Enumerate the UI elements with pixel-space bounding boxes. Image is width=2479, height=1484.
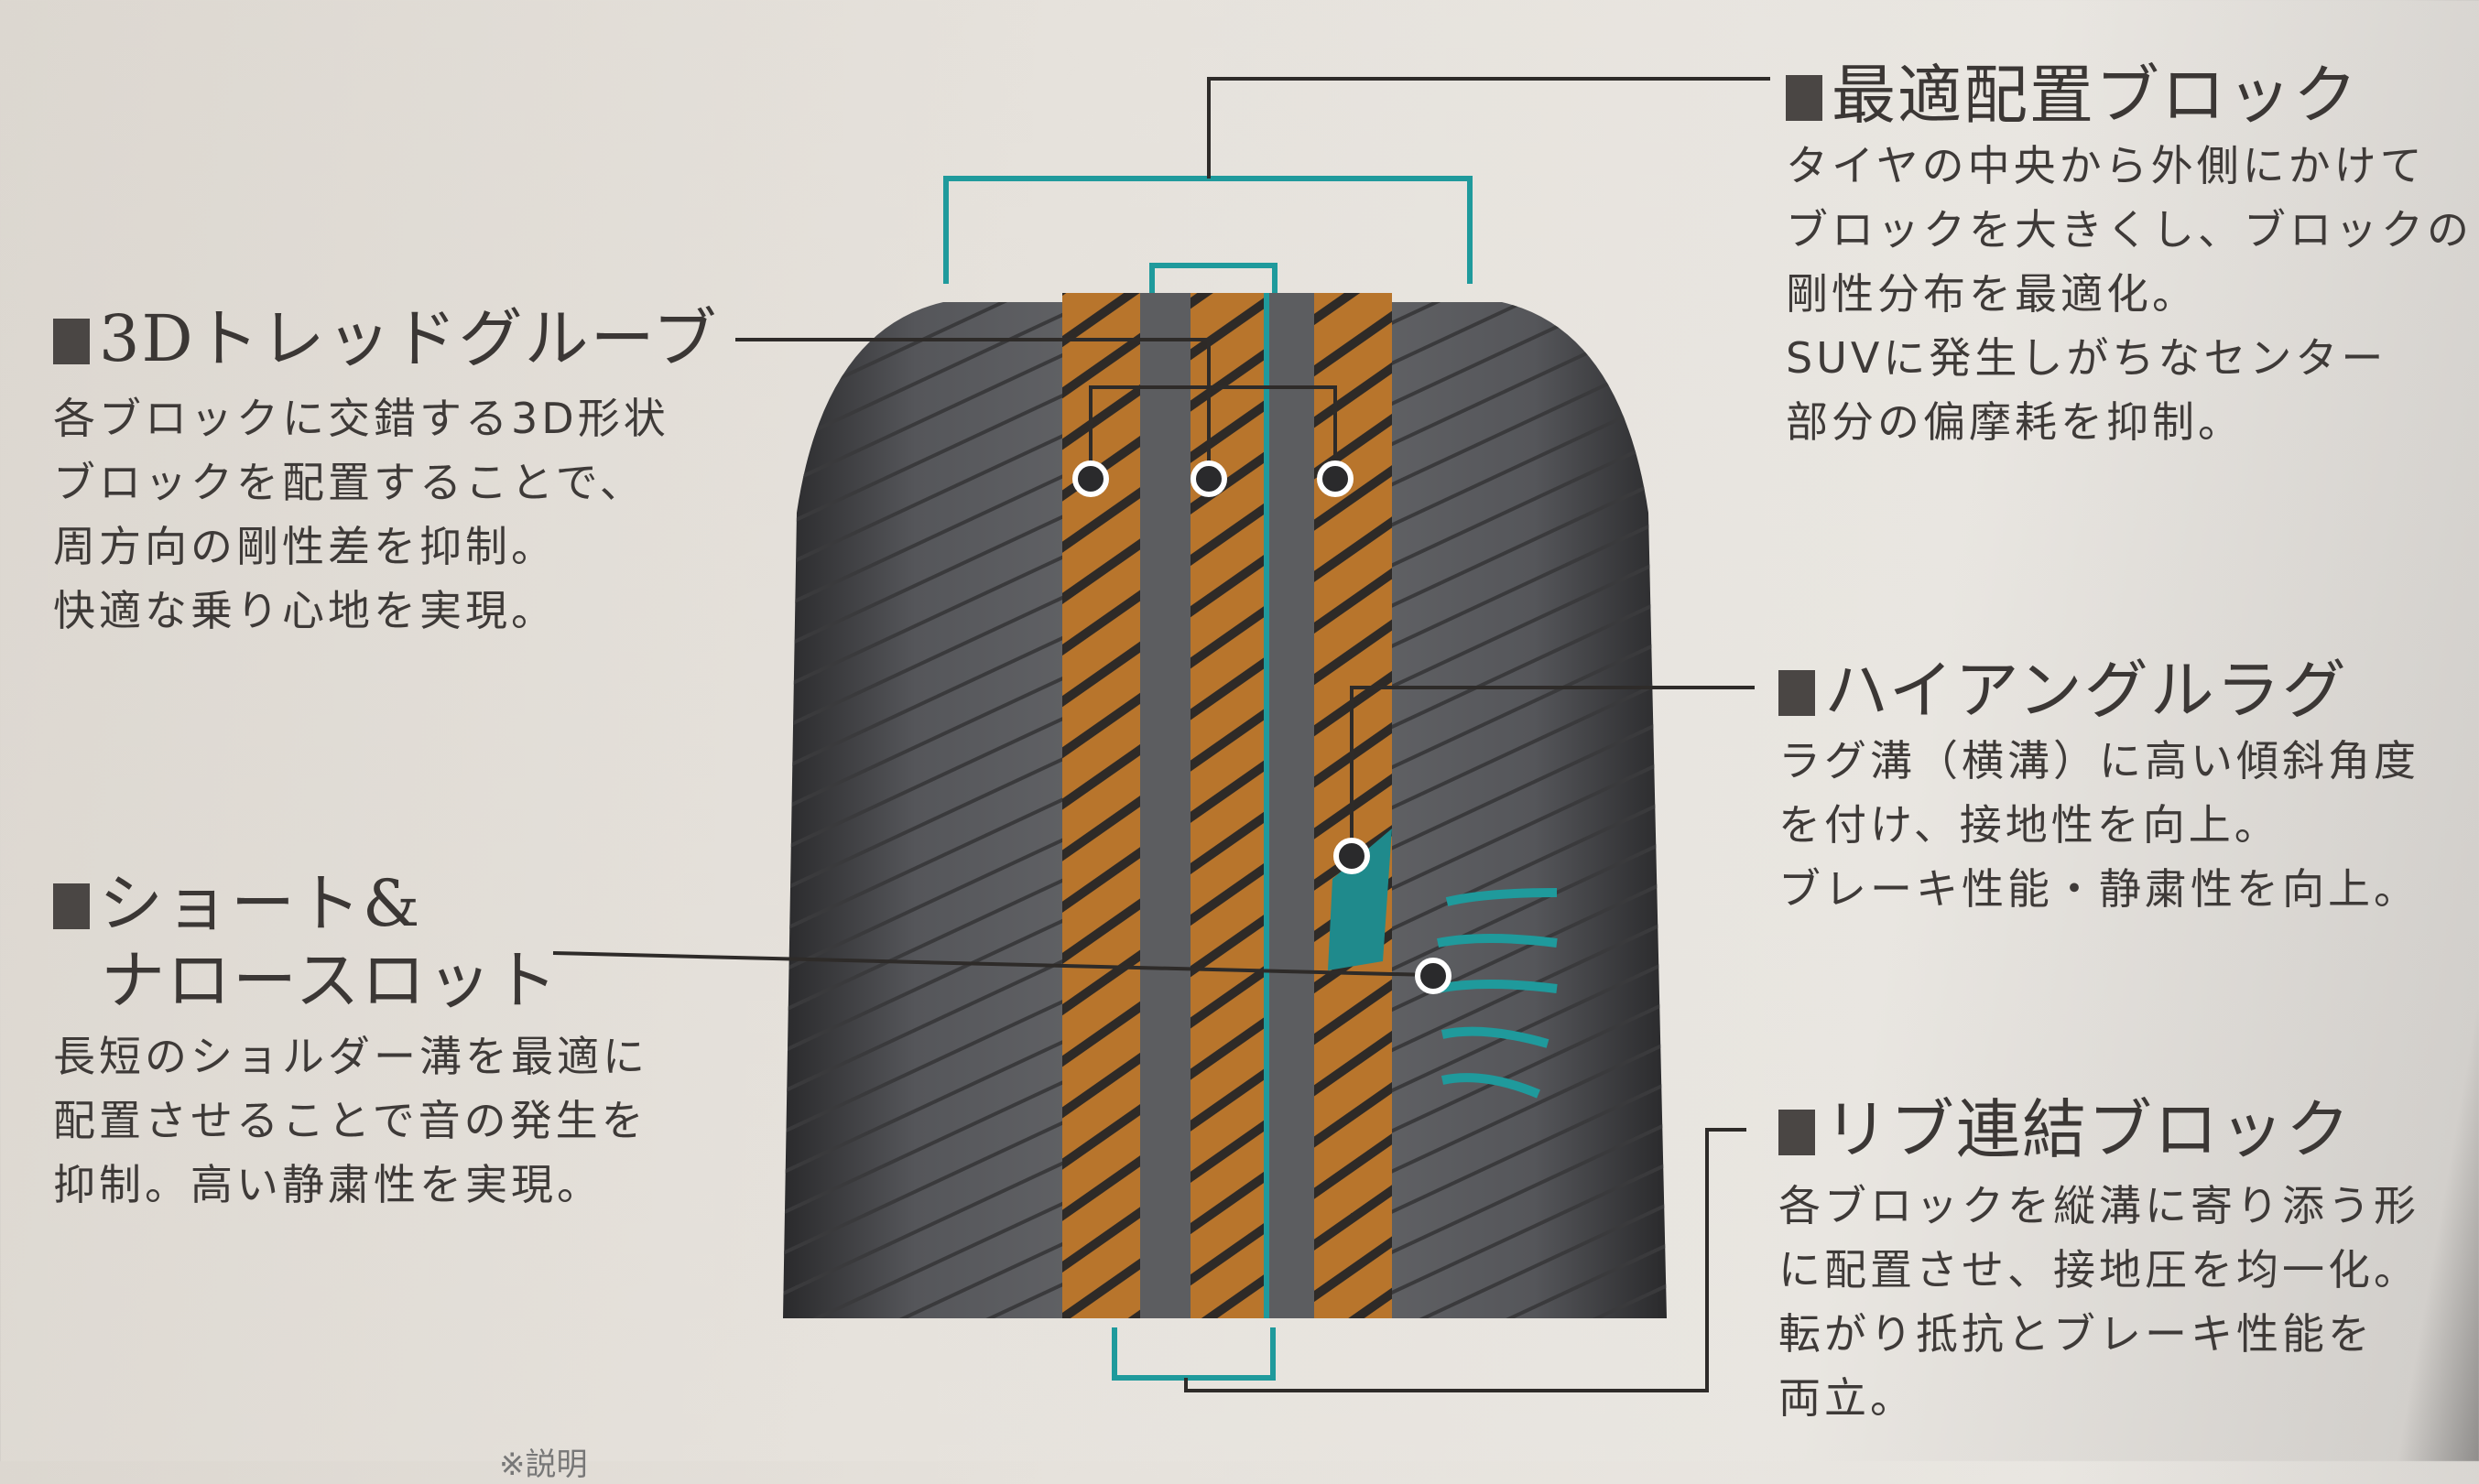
feature-text-line: 周方向の剛性差を抑制。 <box>53 522 557 571</box>
square-bullet-icon <box>1778 1110 1815 1155</box>
feature-title: 3Dトレッドグルーブ <box>99 301 719 376</box>
feature-rib-block: リブ連結ブロック 各ブロックを縦溝に寄り添う形 に配置させ、接地圧を均一化。 転… <box>1778 1091 2419 1430</box>
square-bullet-icon <box>1778 670 1815 716</box>
feature-title-line-2: ナロースロット <box>101 943 560 1018</box>
feature-text-line: 長短のショルダー溝を最適に <box>53 1032 648 1081</box>
feature-optimal-block: 最適配置ブロック タイヤの中央から外側にかけて ブロックを大きくし、ブロックの … <box>1786 57 2473 454</box>
feature-text-line: SUVに発生しがちなセンター <box>1786 333 2387 383</box>
groove-left <box>1062 293 1140 1318</box>
groove-center <box>1191 293 1268 1318</box>
feature-text-line: に配置させ、接地圧を均一化。 <box>1778 1245 2419 1294</box>
feature-text-line: 各ブロックを縦溝に寄り添う形 <box>1778 1181 2419 1230</box>
callout-dots <box>1072 460 1452 994</box>
feature-text-line: 転がり抵抗とブレーキ性能を <box>1778 1309 2374 1359</box>
feature-text-line: 部分の偏摩耗を抑制。 <box>1786 397 2244 447</box>
feature-title: ハイアングルラグ <box>1824 653 2348 728</box>
feature-text-line: 剛性分布を最適化。 <box>1786 269 2198 319</box>
feature-text-line: 配置させることで音の発生を <box>53 1096 647 1145</box>
feature-text-line: ブロックを大きくし、ブロックの <box>1786 205 2473 255</box>
feature-text-line: ブレーキ性能・静粛性を向上。 <box>1778 864 2419 914</box>
feature-text-line: 両立。 <box>1778 1373 1916 1423</box>
feature-text-line: を付け、接地性を向上。 <box>1778 800 2280 850</box>
square-bullet-icon <box>53 319 90 364</box>
feature-title: リブ連結ブロック <box>1824 1092 2352 1167</box>
feature-text-line: ブロックを配置することで、 <box>53 458 646 507</box>
footnote: ※説明 <box>499 1446 588 1483</box>
feature-text-line: タイヤの中央から外側にかけて <box>1786 141 2426 190</box>
feature-text-line: ラグ溝（横溝）に高い傾斜角度 <box>1778 736 2419 785</box>
leader-lines <box>552 77 1770 1392</box>
feature-text-line: 快適な乗り心地を実現。 <box>53 586 557 635</box>
feature-high-angle-lug: ハイアングルラグ ラグ溝（横溝）に高い傾斜角度 を付け、接地性を向上。 ブレーキ… <box>1778 652 2419 921</box>
feature-3d-tread-groove: 3Dトレッドグルーブ 各ブロックに交錯する3D形状 ブロックを配置することで、 … <box>53 300 718 643</box>
feature-short-narrow-slot: ショート& ナロースロット 長短のショルダー溝を最適に 配置させることで音の発生… <box>53 865 648 1217</box>
feature-title: 最適配置ブロック <box>1832 58 2359 133</box>
feature-title: ショート& <box>99 866 422 941</box>
square-bullet-icon <box>53 883 90 929</box>
tire-image <box>783 293 1667 1318</box>
feature-text-line: 各ブロックに交錯する3D形状 <box>53 394 669 443</box>
square-bullet-icon <box>1786 75 1822 121</box>
feature-text-line: 抑制。高い静粛性を実現。 <box>53 1160 603 1209</box>
